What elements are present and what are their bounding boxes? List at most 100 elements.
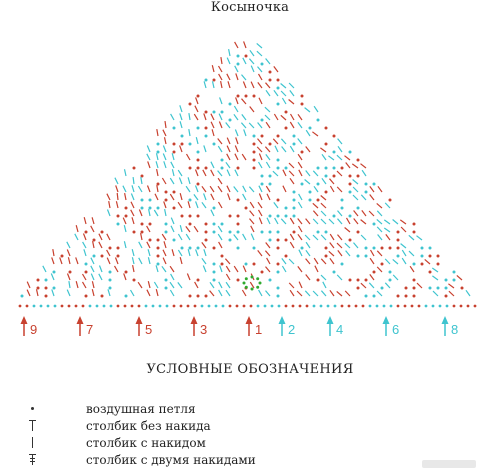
chain-dot (236, 166, 240, 170)
stitch-mark (201, 185, 207, 193)
chain-dot (252, 166, 256, 170)
chain-dot (372, 294, 376, 298)
stitch-mark (163, 241, 167, 249)
stitch-mark (320, 274, 327, 281)
chain-dot (260, 174, 264, 178)
chain-dot (412, 230, 416, 234)
stitch-mark (304, 234, 311, 241)
stitch-mark (272, 170, 279, 177)
chain-dot (356, 230, 360, 234)
legend-label: столбик с накидом (86, 436, 206, 450)
chain-dot (46, 304, 50, 308)
stitch-mark (351, 163, 359, 169)
stitch-mark (313, 105, 319, 113)
stitch-mark (82, 233, 87, 241)
stitch-mark (226, 57, 231, 65)
stitch-mark (66, 273, 71, 281)
stitch-mark (187, 249, 191, 257)
stitch-mark (154, 193, 159, 201)
stitch-mark (312, 218, 319, 225)
stitch-mark (384, 282, 391, 289)
stitch-mark (153, 281, 159, 289)
stitch-mark (368, 282, 375, 289)
chain-dot (68, 270, 72, 274)
stitch-mark (265, 121, 271, 129)
stitch-mark (122, 217, 127, 225)
stitch-mark (352, 179, 359, 185)
row-number-label: 5 (145, 322, 152, 337)
chain-dot (372, 246, 376, 250)
stitch-mark (250, 233, 255, 241)
stitch-mark (337, 234, 343, 241)
stitch-mark (280, 138, 287, 145)
chain-dot (326, 304, 330, 308)
stitch-mark (305, 146, 311, 153)
stitch-mark (376, 218, 383, 225)
chain-dot (436, 262, 440, 266)
stitch-mark (288, 258, 295, 265)
chain-dot-icon (28, 401, 52, 417)
stitch-mark (169, 265, 175, 273)
stitch-mark (138, 257, 143, 265)
arrow-head-icon (76, 316, 84, 324)
chain-dot (276, 262, 280, 266)
chain-dot (305, 304, 309, 308)
chain-dot (84, 230, 88, 234)
stitch-mark (164, 208, 167, 217)
stitch-mark (201, 201, 207, 209)
chain-dot (268, 78, 272, 82)
stitch-mark (202, 265, 207, 273)
stitch-mark (256, 146, 263, 153)
chain-dot (256, 304, 260, 308)
stitch-mark (305, 241, 311, 249)
chain-dot (332, 166, 336, 170)
chain-dot (276, 230, 280, 234)
chain-dot (116, 304, 120, 308)
stitch-mark (320, 258, 327, 265)
arrow-head-icon (441, 316, 449, 324)
chain-dot (324, 246, 328, 250)
chain-dot (316, 278, 320, 282)
stitch-mark (169, 281, 175, 289)
starting-ring-dot (250, 287, 254, 291)
chain-dot (204, 126, 208, 130)
chain-dot (165, 304, 169, 308)
stitch-mark (186, 273, 191, 281)
chain-dot (249, 304, 253, 308)
chain-dot (452, 304, 456, 308)
stitch-mark (228, 48, 231, 57)
chain-dot (44, 278, 48, 282)
stitch-mark (297, 113, 303, 121)
stitch-mark (234, 129, 239, 137)
stitch-mark (288, 99, 295, 105)
chain-dot (428, 246, 432, 250)
chain-dot (340, 198, 344, 202)
chain-dot (291, 304, 295, 308)
stitch-mark (74, 233, 79, 241)
stitch-mark (234, 65, 239, 73)
arrow-head-icon (326, 316, 334, 324)
stitch-mark (146, 153, 151, 161)
stitch-mark (225, 122, 231, 129)
stitch-mark (329, 178, 335, 185)
chain-dot (276, 134, 280, 138)
chain-dot (220, 166, 224, 170)
chain-dot (424, 304, 428, 308)
stitch-mark (218, 73, 223, 81)
chain-dot (361, 304, 365, 308)
stitch-mark (156, 184, 159, 193)
chain-dot (212, 142, 216, 146)
stitch-mark (385, 234, 391, 241)
chain-dot (389, 304, 393, 308)
chain-dot (445, 304, 449, 308)
chain-dot (179, 304, 183, 308)
chain-dot (188, 102, 192, 106)
single-crochet-icon (28, 418, 52, 434)
chain-dot (324, 190, 328, 194)
stitch-mark (257, 66, 263, 73)
stitch-mark (289, 233, 295, 241)
stitch-mark (352, 194, 359, 201)
stitch-mark (344, 242, 351, 249)
stitch-mark (211, 65, 215, 73)
